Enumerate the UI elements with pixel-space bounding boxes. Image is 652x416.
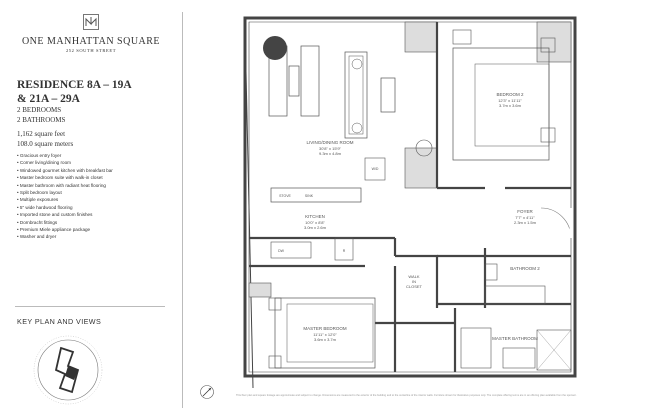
residence-title-line1: RESIDENCE 8A – 19A — [17, 79, 132, 91]
bedrooms-count: 2 BEDROOMS — [17, 106, 62, 114]
north-arrow-icon — [200, 385, 214, 399]
feature-item: Gracious entry foyer — [17, 152, 113, 159]
feature-item: Master bedroom suite with walk-in closet — [17, 174, 113, 181]
master-bathroom-name: MASTER BATHROOM — [492, 336, 538, 341]
brand-name: ONE MANHATTAN SQUARE — [21, 36, 161, 47]
column — [248, 282, 272, 298]
feature-item: Master bathroom with radiant heat floori… — [17, 182, 113, 189]
bath-2-fixtures — [484, 263, 546, 305]
walk-in-closet-label: IN — [412, 279, 416, 284]
column — [536, 21, 572, 63]
foyer-imperial: 7'7" x 4'11" — [515, 215, 535, 220]
sofa — [344, 51, 433, 157]
panel-divider — [182, 12, 183, 408]
kitchen-imperial: 10'0" x 8'8" — [305, 220, 325, 225]
dining-table — [263, 36, 320, 117]
master-bath-fixtures — [460, 327, 572, 371]
section-divider — [15, 306, 165, 307]
square-feet: 1,162 square feet — [17, 130, 66, 138]
bathroom-2-name: BATHROOM 2 — [510, 266, 540, 271]
brand-address: 252 SOUTH STREET — [65, 48, 117, 53]
residence-title-line2: & 21A – 29A — [17, 93, 80, 105]
master-bedroom-metric: 3.6m x 3.7m — [314, 337, 337, 342]
master-bed — [268, 297, 376, 369]
unit-location-marker — [65, 366, 78, 380]
walk-in-closet-label: WALK — [408, 274, 420, 279]
refrigerator-label: R — [343, 249, 346, 253]
foyer-name: FOYER — [517, 209, 533, 214]
bedroom-2-name: BEDROOM 2 — [496, 92, 524, 97]
feature-item: Premium Miele appliance package — [17, 226, 113, 233]
bedroom-2-metric: 3.7m x 3.6m — [499, 103, 522, 108]
master-bedroom-imperial: 11'11" x 12'0" — [313, 332, 337, 337]
floor-plan: LIVING/DINING ROOM 30'8" x 15'9" 9.3m x … — [243, 16, 577, 389]
room-labels: LIVING/DINING ROOM 30'8" x 15'9" 9.3m x … — [278, 92, 540, 342]
living-room-imperial: 30'8" x 15'9" — [319, 146, 342, 151]
key-plan-title: KEY PLAN AND VIEWS — [17, 317, 102, 326]
sink-label: SINK — [305, 194, 314, 198]
bedroom-2-imperial: 12'3" x 11'11" — [498, 98, 522, 103]
key-plan-diagram: · · — [33, 335, 103, 405]
feature-item: Imported stone and custom finishes — [17, 211, 113, 218]
round-column — [263, 36, 287, 60]
view-label: · · — [40, 347, 43, 351]
kitchen-name: KITCHEN — [305, 214, 325, 219]
shower-icon — [536, 329, 572, 371]
residence-specs: 2 BEDROOMS 2 BATHROOMS 1,162 square feet… — [17, 106, 73, 149]
column — [404, 21, 438, 53]
entry-door-swing — [540, 207, 572, 239]
bathrooms-count: 2 BATHROOMS — [17, 115, 66, 124]
exterior-walls — [243, 16, 577, 378]
interior-walls — [249, 22, 571, 372]
feature-item: Washer and dryer — [17, 233, 113, 240]
key-plan-outer-ring — [33, 335, 103, 405]
foyer-metric: 2.3m x 1.5m — [514, 220, 537, 225]
column — [404, 147, 438, 189]
feature-item: Windowed gourmet kitchen with breakfast … — [17, 167, 113, 174]
feature-list: Gracious entry foyer Corner living/dinin… — [17, 152, 113, 241]
living-room-name: LIVING/DINING ROOM — [306, 140, 353, 145]
info-panel: ONE MANHATTAN SQUARE 252 SOUTH STREET RE… — [0, 0, 182, 416]
wd-label: W/D — [372, 167, 379, 171]
square-meters: 108.0 square meters — [17, 139, 74, 148]
disclaimer-text: This floor plan and square footage are a… — [236, 394, 577, 397]
residence-title: RESIDENCE 8A – 19A & 21A – 29A — [17, 78, 132, 106]
bedroom-2-bed — [452, 29, 556, 161]
walk-in-closet-label: CLOSET — [406, 284, 423, 289]
feature-item: Corner living/dining room — [17, 159, 113, 166]
feature-item: Split bedroom layout — [17, 189, 113, 196]
key-plan-ring — [37, 339, 99, 401]
living-room-metric: 9.3m x 4.8m — [319, 151, 342, 156]
window-wall — [244, 25, 254, 389]
feature-item: 5" wide hardwood flooring — [17, 204, 113, 211]
stove-label: STOVE — [279, 194, 291, 198]
dw-label: DW — [278, 249, 285, 253]
kitchen-metric: 3.0m x 2.6m — [304, 225, 327, 230]
kitchen-island — [270, 157, 386, 261]
feature-item: Multiple exposures — [17, 196, 113, 203]
brand-logo-icon — [83, 14, 99, 30]
feature-item: Dornbracht fittings — [17, 219, 113, 226]
master-bedroom-name: MASTER BEDROOM — [303, 326, 347, 331]
